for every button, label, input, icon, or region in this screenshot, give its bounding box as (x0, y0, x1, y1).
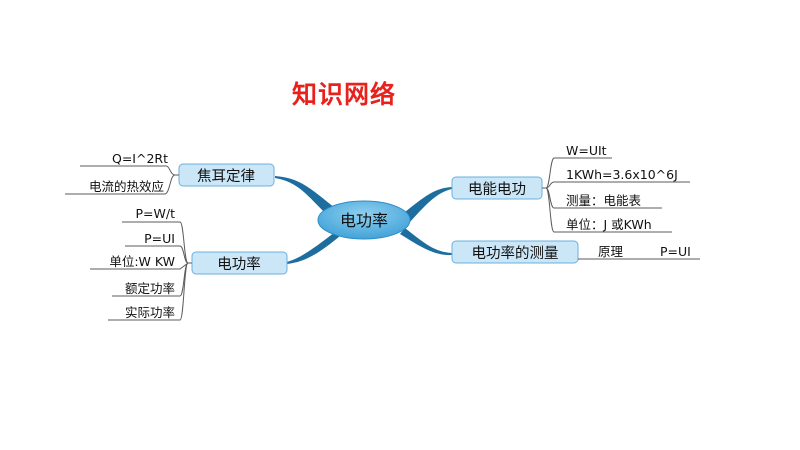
leaf-item: 额定功率 (125, 281, 175, 296)
leaves-diangonglv (90, 221, 192, 321)
leaf-item: Q=I^2Rt (112, 151, 168, 166)
leaf-item: 单位：J 或KWh (566, 217, 652, 232)
leaf-item: 测量：电能表 (566, 193, 642, 208)
leaf-item: P=UI (660, 244, 691, 259)
leaf-item: W=UIt (566, 143, 607, 158)
leaves-jiaoer (65, 165, 179, 195)
branch-connectors (275, 176, 452, 264)
branch-label: 焦耳定律 (197, 168, 255, 185)
leaf-item: P=W/t (136, 206, 176, 221)
branch-celiang[interactable]: 电功率的测量 (451, 240, 579, 264)
leaves-diannengdiangong (542, 157, 690, 233)
branch-label: 电能电功 (468, 181, 526, 198)
connector-diannengdiangong (405, 187, 452, 222)
center-node[interactable]: 电功率 (317, 200, 411, 240)
leaf-item: 实际功率 (125, 305, 175, 320)
leaf-item: P=UI (144, 231, 175, 246)
leaf-item: 电流的热效应 (89, 179, 164, 194)
connector-jiaoer (275, 176, 335, 218)
leaf-item: 原理 (598, 244, 624, 259)
center-node-label: 电功率 (340, 211, 388, 230)
branch-diangonglv[interactable]: 电功率 (191, 251, 288, 275)
branch-label: 电功率 (217, 256, 261, 273)
leaf-item: 单位:W KW (109, 254, 175, 269)
branch-label: 电功率的测量 (472, 245, 559, 262)
page-title: 知识网络 (292, 80, 397, 109)
branch-diannengdiangong[interactable]: 电能电功 (451, 176, 543, 200)
branch-jiaoer[interactable]: 焦耳定律 (178, 163, 275, 187)
leaf-item: 1KWh=3.6x10^6J (566, 167, 678, 182)
connector-celiang (400, 228, 452, 256)
connector-diangonglv (287, 232, 340, 264)
